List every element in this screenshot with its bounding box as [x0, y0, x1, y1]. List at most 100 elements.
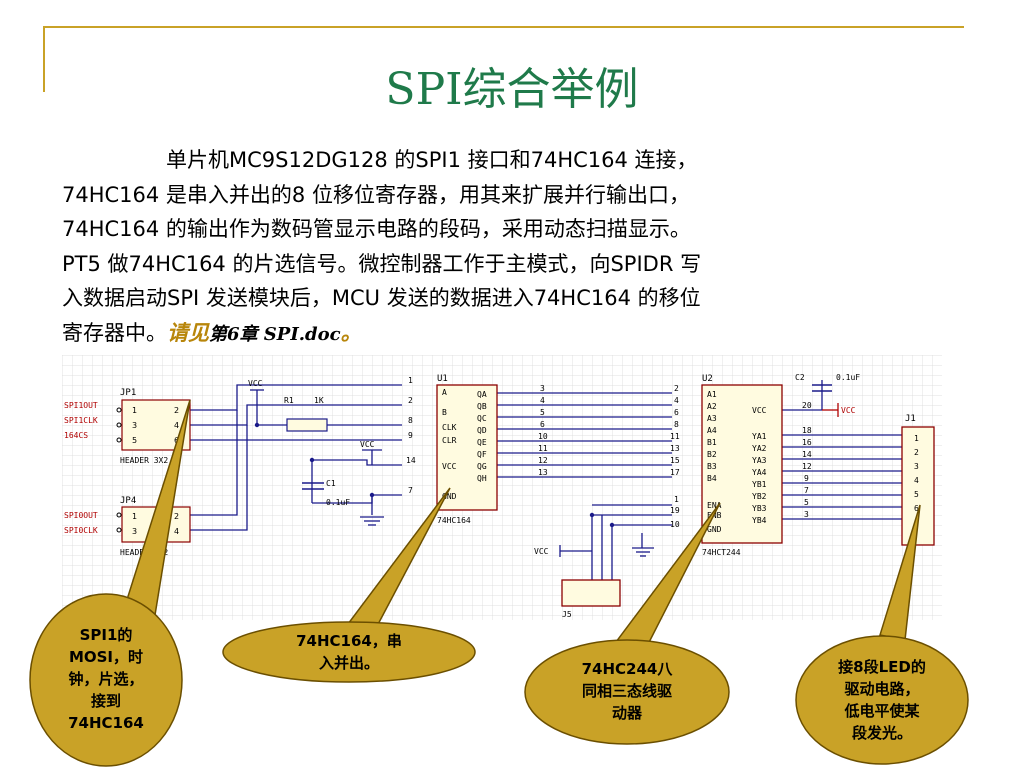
- annotation-spi1: SPI1的 MOSI，时 钟，片选， 接到 74HC164: [68, 626, 144, 732]
- svg-text:4: 4: [674, 396, 679, 405]
- svg-text:3: 3: [132, 421, 137, 430]
- svg-text:YB1: YB1: [752, 480, 767, 489]
- vcc-symbol-j5: VCC: [534, 545, 592, 557]
- svg-text:GND: GND: [442, 492, 457, 501]
- svg-text:2: 2: [914, 448, 919, 457]
- svg-text:4: 4: [174, 421, 179, 430]
- ground-symbol-u1: [360, 516, 384, 526]
- svg-text:1: 1: [674, 495, 679, 504]
- svg-text:U2: U2: [702, 374, 713, 384]
- paragraph-line-6: 寄存器中。请见第6章 SPI.doc。: [62, 319, 362, 345]
- svg-text:5: 5: [540, 408, 545, 417]
- svg-text:13: 13: [538, 468, 548, 477]
- svg-text:YB4: YB4: [752, 516, 767, 525]
- svg-text:16: 16: [802, 438, 812, 447]
- callout-bubble-spi1: [29, 593, 183, 767]
- svg-text:2: 2: [174, 406, 179, 415]
- svg-text:YA2: YA2: [752, 444, 767, 453]
- circuit-schematic: JP1 1 3 5 2 4 6 HEADER 3X2 SPI1OUT SPI1C…: [62, 355, 942, 620]
- svg-text:1: 1: [914, 434, 919, 443]
- chip-u2-74hct244: U2 74HCT244 A1 A2 A3 A4 B1 B2 B3 B4 ENA …: [670, 374, 812, 557]
- svg-text:4: 4: [914, 476, 919, 485]
- svg-text:CLR: CLR: [442, 436, 457, 445]
- paragraph-line-3: 74HC164 的输出作为数码管显示电路的段码，采用动态扫描显示。: [62, 217, 691, 241]
- svg-text:1: 1: [132, 406, 137, 415]
- svg-text:4: 4: [540, 396, 545, 405]
- ref-highlight[interactable]: 请见: [167, 319, 209, 345]
- chip-u1-74hc164: U1 74HC164 A B CLK CLR VCC GND 1 2 8 9 1…: [406, 374, 548, 525]
- svg-text:SPI1CLK: SPI1CLK: [64, 416, 98, 425]
- svg-text:11: 11: [670, 432, 680, 441]
- svg-text:14: 14: [802, 450, 812, 459]
- jp1-signal-labels: SPI1OUT SPI1CLK 164CS: [64, 401, 98, 440]
- capacitor-c1: C1 0.1uF: [302, 479, 350, 507]
- callout-bubble-hc244: [524, 639, 730, 745]
- svg-text:19: 19: [670, 506, 680, 515]
- svg-text:VCC: VCC: [360, 440, 375, 449]
- svg-text:B: B: [442, 408, 447, 417]
- svg-text:GND: GND: [707, 525, 722, 534]
- svg-text:B1: B1: [707, 438, 717, 447]
- svg-text:3: 3: [914, 462, 919, 471]
- svg-text:HEADER 3X2: HEADER 3X2: [120, 456, 168, 465]
- svg-text:10: 10: [670, 520, 680, 529]
- paragraph-line-5: 入数据启动SPI 发送模块后，MCU 发送的数据进入74HC164 的移位: [62, 286, 701, 310]
- svg-text:YA1: YA1: [752, 432, 767, 441]
- svg-text:74HCT244: 74HCT244: [702, 548, 741, 557]
- svg-text:YB2: YB2: [752, 492, 767, 501]
- svg-text:2: 2: [408, 396, 413, 405]
- svg-text:C1: C1: [326, 479, 336, 488]
- callout-pointer-spi1: [124, 399, 191, 616]
- slide-title: SPI综合举例: [385, 64, 639, 115]
- capacitor-c2: C2 0.1uF: [795, 373, 860, 392]
- svg-text:QD: QD: [477, 426, 487, 435]
- svg-text:YA3: YA3: [752, 456, 767, 465]
- svg-text:YB3: YB3: [752, 504, 767, 513]
- svg-text:74HC164: 74HC164: [437, 516, 471, 525]
- ref-doc-link[interactable]: 第6章 SPI.doc: [209, 323, 341, 345]
- svg-text:3: 3: [804, 510, 809, 519]
- svg-text:B3: B3: [707, 462, 717, 471]
- svg-text:QE: QE: [477, 438, 487, 447]
- vcc-symbol-u2: VCC: [822, 403, 856, 417]
- svg-text:0.1uF: 0.1uF: [836, 373, 860, 382]
- svg-text:11: 11: [538, 444, 548, 453]
- svg-text:5: 5: [132, 436, 137, 445]
- svg-text:12: 12: [802, 462, 812, 471]
- svg-text:17: 17: [670, 468, 680, 477]
- svg-text:VCC: VCC: [534, 547, 549, 556]
- svg-text:A3: A3: [707, 414, 717, 423]
- junctions: [254, 422, 615, 528]
- svg-text:1: 1: [132, 512, 137, 521]
- svg-text:164CS: 164CS: [64, 431, 88, 440]
- svg-text:4: 4: [174, 527, 179, 536]
- svg-text:12: 12: [538, 456, 548, 465]
- svg-text:9: 9: [804, 474, 809, 483]
- svg-text:VCC: VCC: [248, 379, 263, 388]
- svg-text:10: 10: [538, 432, 548, 441]
- svg-text:QH: QH: [477, 474, 487, 483]
- svg-text:20: 20: [802, 401, 812, 410]
- svg-text:SPI0CLK: SPI0CLK: [64, 526, 98, 535]
- annotation-hc244: 74HC244八 同相三态线驱 动器: [581, 660, 673, 722]
- svg-text:2: 2: [674, 384, 679, 393]
- paragraph-line-1: 单片机MC9S12DG128 的SPI1 接口和74HC164 连接，: [166, 148, 698, 172]
- svg-text:SPI1OUT: SPI1OUT: [64, 401, 98, 410]
- svg-text:JP4: JP4: [120, 496, 136, 506]
- svg-text:18: 18: [802, 426, 812, 435]
- svg-text:7: 7: [408, 486, 413, 495]
- callout-pointer-hc164: [343, 487, 451, 631]
- wires: [190, 380, 902, 580]
- jp4-signal-labels: SPI0OUT SPI0CLK: [64, 511, 98, 535]
- svg-text:SPI0OUT: SPI0OUT: [64, 511, 98, 520]
- svg-text:CLK: CLK: [442, 423, 457, 432]
- svg-text:VCC: VCC: [841, 406, 856, 415]
- svg-text:R1: R1: [284, 396, 294, 405]
- svg-text:5: 5: [804, 498, 809, 507]
- svg-text:ENA: ENA: [707, 501, 722, 510]
- svg-text:QF: QF: [477, 450, 487, 459]
- svg-text:J1: J1: [905, 414, 916, 424]
- paragraph-line-4: PT5 做74HC164 的片选信号。微控制器工作于主模式，向SPIDR 写: [62, 251, 702, 276]
- callout-bubble-hc164: [222, 621, 476, 683]
